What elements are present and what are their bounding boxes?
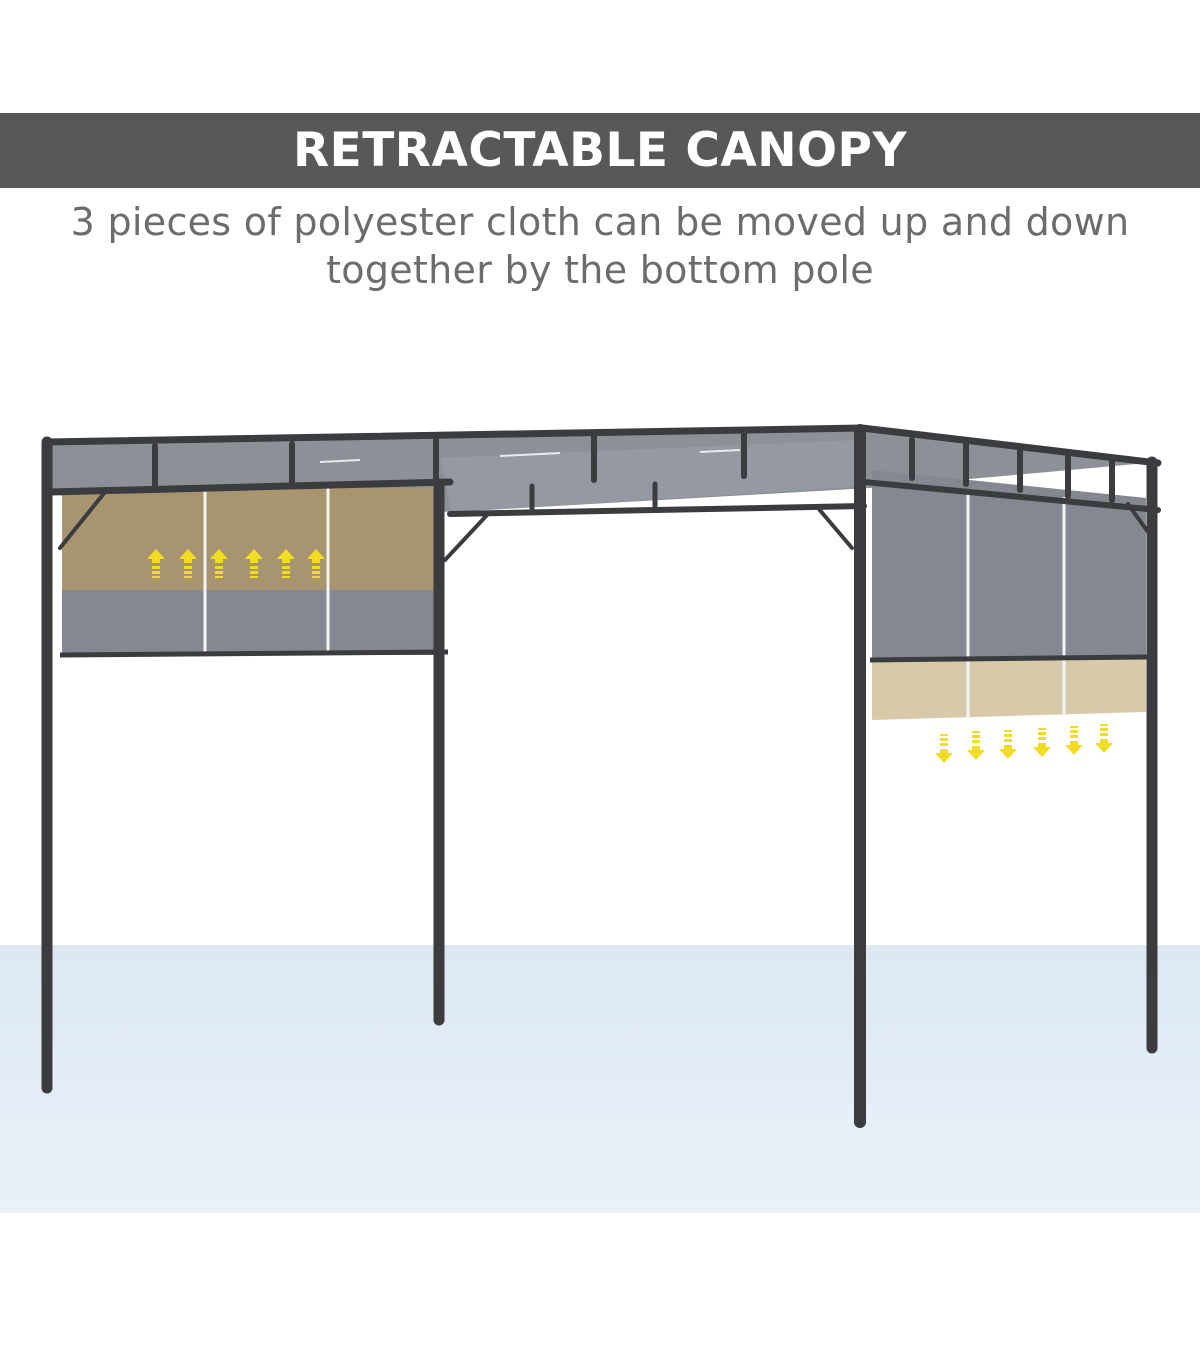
left-canopy-panel	[59, 488, 449, 658]
arrow-down-icon	[1095, 724, 1113, 753]
gazebo-frame	[41, 424, 1162, 1128]
subtitle: 3 pieces of polyester cloth can be moved…	[60, 198, 1140, 294]
right-canopy-panel	[869, 470, 1149, 720]
floor-background	[0, 945, 1200, 1213]
header-banner: RETRACTABLE CANOPY	[0, 113, 1200, 188]
subtitle-line-1: 3 pieces of polyester cloth can be moved…	[70, 200, 1130, 244]
arrow-down-icon	[1065, 726, 1083, 755]
arrow-down-icon	[999, 730, 1017, 759]
arrow-down-icon	[1033, 728, 1051, 757]
arrow-down-icons	[935, 724, 1113, 763]
banner-title: RETRACTABLE CANOPY	[292, 123, 908, 178]
arrow-down-icon	[935, 734, 953, 763]
subtitle-line-2: together by the bottom pole	[326, 248, 874, 292]
arrow-down-icon	[967, 731, 985, 760]
